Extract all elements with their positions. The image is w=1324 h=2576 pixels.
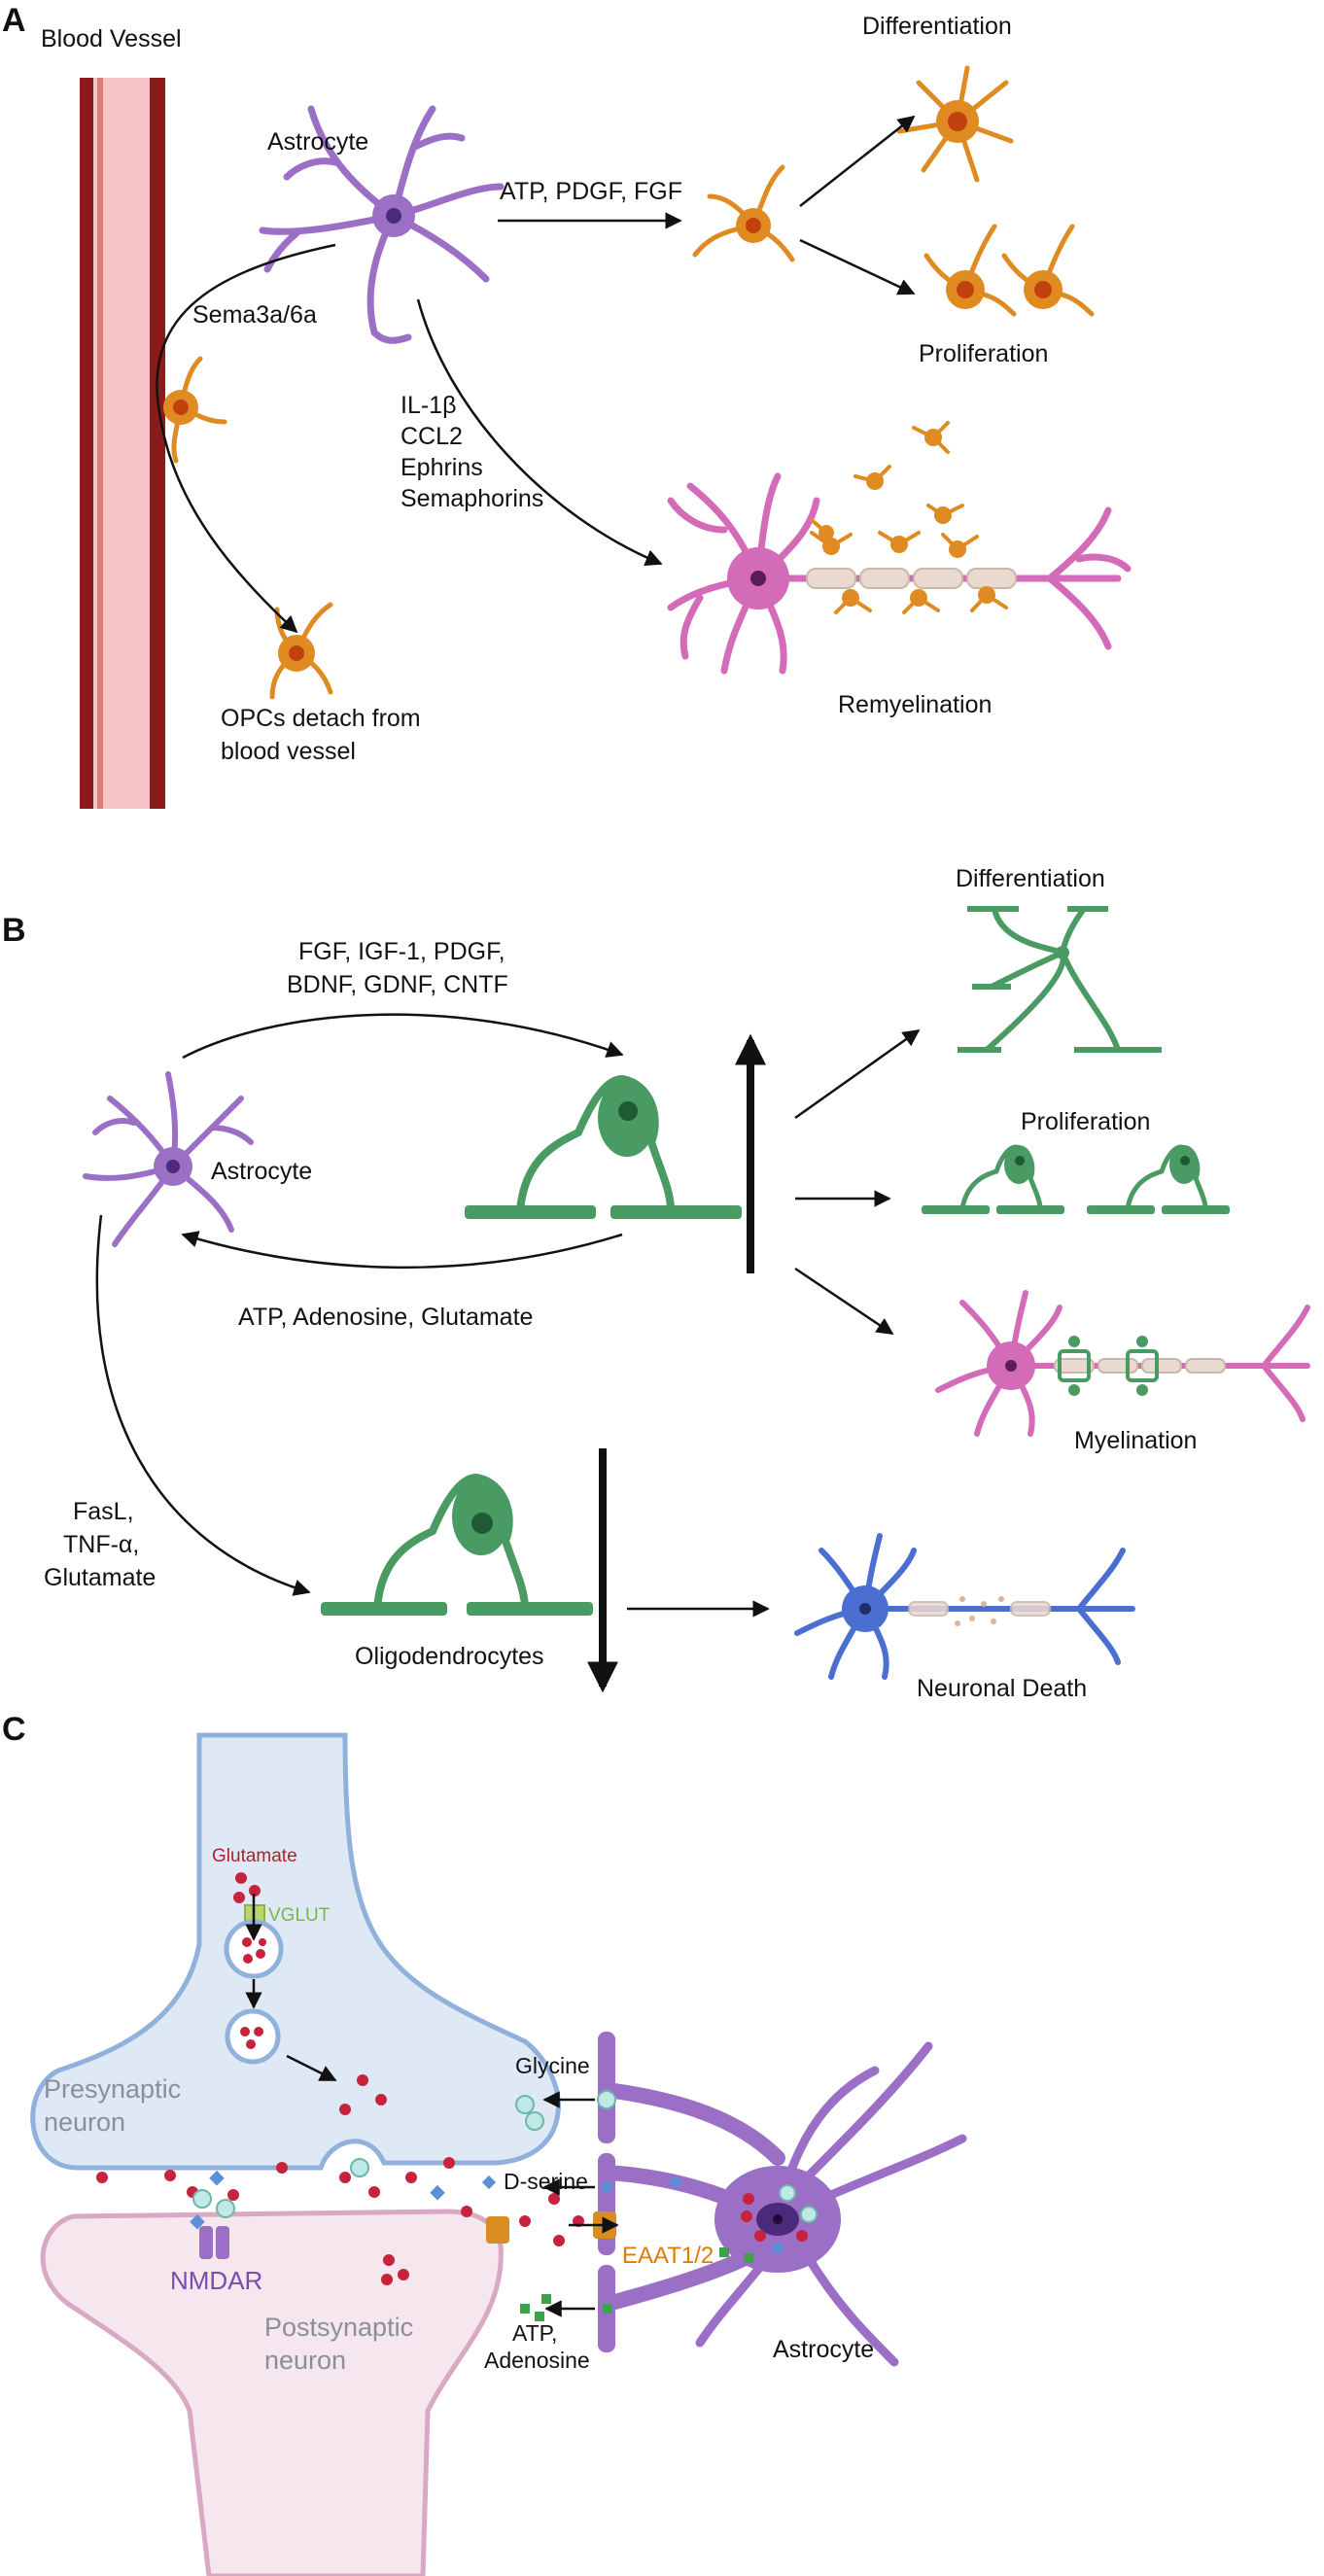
arrow-cytokines — [416, 298, 663, 567]
arrow-toxic — [95, 1214, 311, 1596]
neuron-death — [794, 1533, 1135, 1680]
vglut-label: VGLUT — [268, 1905, 331, 1926]
arrow-to-differentiation-a — [799, 115, 916, 207]
opc-cell-prolif-1 — [923, 224, 1017, 317]
opc-cell-differentiated — [896, 65, 1014, 183]
eaat-post — [486, 2216, 509, 2244]
oligodendrocyte-prolif-2 — [1087, 1144, 1230, 1214]
astrocyte-a-label: Astrocyte — [267, 128, 368, 156]
neuronal-death-label: Neuronal Death — [917, 1675, 1087, 1702]
arrow-sema-detach — [156, 243, 336, 634]
proliferation-a-label: Proliferation — [919, 340, 1048, 367]
toxic-line-3: Glutamate — [44, 1564, 156, 1591]
differentiation-b-label: Differentiation — [956, 865, 1105, 892]
opc-cell-center — [692, 164, 795, 262]
presynaptic-line-2: neuron — [44, 2107, 125, 2137]
presynaptic-line-1: Presynaptic — [44, 2074, 181, 2104]
opc-detach-line-2: blood vessel — [221, 738, 356, 765]
opc-cell-prolif-2 — [1001, 224, 1095, 317]
eaat-label: EAAT1/2 — [622, 2243, 714, 2269]
opc-detach-line-1: OPCs detach from — [221, 705, 421, 732]
astrocyte-c — [593, 2032, 967, 2367]
dserine-label: D-serine — [504, 2169, 588, 2194]
glutamate-cluster-top — [233, 1872, 261, 1903]
glutamate-label: Glutamate — [212, 1846, 297, 1866]
differentiation-a-label: Differentiation — [862, 13, 1012, 40]
panel-b: B FGF, IGF-1, PDGF, BDNF, GDNF, CNTF Ast… — [2, 865, 1310, 1702]
postsynaptic-line-2: neuron — [264, 2346, 346, 2375]
glycine-cleft — [192, 2158, 369, 2218]
cytokine-3: Ephrins — [401, 454, 483, 481]
oligodendrocyte-differentiated — [958, 906, 1162, 1053]
neuron-remyelination — [667, 421, 1132, 675]
nmdar-label: NMDAR — [170, 2266, 262, 2295]
toxic-line-2: TNF-α, — [63, 1531, 139, 1558]
glycine-released — [515, 2095, 535, 2114]
signals-top-label: ATP, PDGF, FGF — [500, 178, 682, 205]
panel-a-letter: A — [2, 2, 26, 39]
panel-c-letter: C — [2, 1711, 26, 1748]
factors-line-2: BDNF, GDNF, CNTF — [287, 971, 508, 998]
arrow-factors — [182, 1013, 624, 1060]
dserine-icon — [481, 2175, 497, 2190]
oligodendrocyte-upper — [465, 1074, 742, 1219]
astrocyte-c-label: Astrocyte — [773, 2336, 874, 2363]
atp-line-2: Adenosine — [484, 2348, 590, 2373]
remyelination-label: Remyelination — [838, 691, 992, 718]
cytokine-1: IL-1β — [401, 392, 456, 419]
astrocyte-a — [259, 105, 505, 344]
atp-released — [520, 2294, 551, 2321]
astrocyte-b-label: Astrocyte — [211, 1158, 312, 1185]
presynaptic-neuron — [30, 1732, 561, 2171]
panel-c: C Presynaptic neuron Postsynaptic neuron… — [2, 1711, 967, 2576]
panel-a: A Blood Vessel — [2, 2, 1132, 809]
proliferation-b-label: Proliferation — [1021, 1108, 1150, 1135]
atp-line-1: ATP, — [512, 2320, 557, 2346]
arrow-atp-adenosine — [181, 1231, 623, 1270]
atp-line-label: ATP, Adenosine, Glutamate — [238, 1304, 533, 1331]
arrow-to-proliferation-a — [799, 238, 916, 296]
toxic-line-1: FasL, — [73, 1498, 134, 1525]
oligodendrocyte-lower — [321, 1473, 593, 1616]
glycine-label: Glycine — [515, 2053, 590, 2078]
neuron-myelination — [935, 1290, 1310, 1437]
cytokine-2: CCL2 — [401, 423, 463, 450]
sema-label: Sema3a/6a — [192, 301, 317, 329]
dserine-cleft — [190, 2170, 445, 2230]
factors-line-1: FGF, IGF-1, PDGF, — [298, 938, 505, 965]
arrow-to-myelination — [794, 1267, 894, 1336]
postsynaptic-line-1: Postsynaptic — [264, 2313, 413, 2342]
opc-cell-vessel — [163, 356, 227, 464]
oligodendrocyte-prolif-1 — [922, 1144, 1064, 1214]
postsynaptic-neuron — [40, 2209, 504, 2576]
glycine-released-2 — [525, 2111, 544, 2131]
arrow-to-differentiation-b — [794, 1028, 921, 1120]
nmdar-receptor — [199, 2226, 229, 2259]
blood-vessel-label: Blood Vessel — [41, 25, 182, 52]
cytokine-4: Semaphorins — [401, 485, 543, 512]
blood-vessel — [80, 78, 165, 809]
myelination-label: Myelination — [1074, 1427, 1197, 1454]
oligodendrocytes-label: Oligodendrocytes — [355, 1643, 544, 1670]
astrocyte-b — [83, 1071, 254, 1247]
vesicle-lower — [225, 2008, 281, 2065]
panel-b-letter: B — [2, 912, 26, 949]
arrow-release — [286, 2054, 337, 2082]
